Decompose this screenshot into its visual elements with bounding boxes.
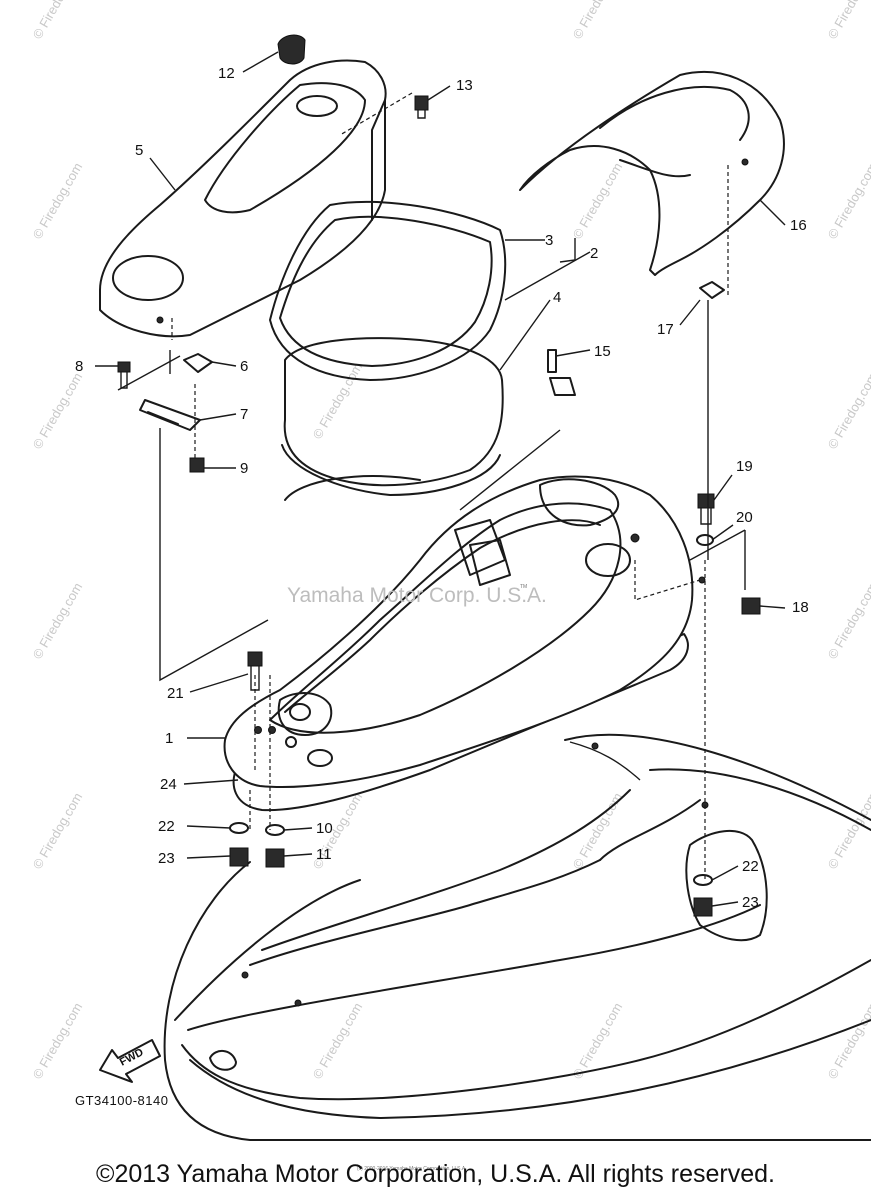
manufacturer-watermark: Yamaha Motor Corp. U.S.A. (287, 584, 547, 607)
site-watermark: © Firedog.com (30, 1000, 86, 1082)
part-18-bolt (741, 597, 761, 615)
callout-12: 12 (218, 65, 235, 82)
callout-13: 13 (456, 77, 473, 94)
site-watermark: © Firedog.com (825, 370, 871, 452)
part-13-screw (414, 95, 429, 119)
callout-20: 19 (736, 458, 753, 475)
callout-6: 6 (240, 358, 248, 375)
callout-8: 8 (75, 358, 83, 375)
site-watermark: © Firedog.com (825, 160, 871, 242)
site-watermark: © Firedog.com (825, 1000, 871, 1082)
part-1-seat-base (223, 475, 706, 789)
part-2-3-4-storage-bin (269, 200, 507, 501)
site-watermark: © Firedog.com (30, 370, 86, 452)
small-notice: (c) 2000-2016 Yamaha Motor Corporation, … (357, 1166, 467, 1172)
callout-5: 5 (135, 142, 143, 159)
parts-20-21-bolt-washer (696, 493, 715, 546)
part-16-rear-cover (519, 71, 785, 276)
callout-2: 2 (590, 245, 598, 262)
callout-10: 10 (316, 820, 333, 837)
site-watermark: © Firedog.com (825, 790, 871, 872)
callouts: 12 13 5 3 2 4 16 17 15 8 6 7 9 19 20 18 … (75, 65, 809, 911)
site-watermark: © Firedog.com (30, 160, 86, 242)
site-watermark: © Firedog.com (30, 580, 86, 662)
site-watermark: © Firedog.com (825, 0, 871, 42)
part-12-cap (277, 34, 306, 65)
leader-lines (95, 51, 786, 907)
site-watermark: © Firedog.com (310, 1000, 366, 1082)
callout-15: 15 (594, 343, 611, 360)
callout-16: 16 (790, 217, 807, 234)
washers-and-nuts (229, 822, 713, 917)
site-watermark: © Firedog.com (30, 790, 86, 872)
callout-4: 4 (553, 289, 561, 306)
site-watermark: © Firedog.com (825, 580, 871, 662)
callout-23-repeat: 23 (742, 894, 759, 911)
site-watermark: © Firedog.com (310, 360, 366, 442)
callout-22-repeat: 22 (742, 858, 759, 875)
part-17-stopper (699, 281, 725, 299)
site-watermark: © Firedog.com (30, 0, 86, 42)
callout-11: 11 (316, 846, 332, 863)
site-watermark: © Firedog.com (570, 160, 626, 242)
tm-mark: TM (520, 584, 527, 590)
callout-17: 17 (657, 321, 674, 338)
fwd-arrow-icon: FWD (99, 1039, 161, 1083)
part-15-clip (547, 349, 576, 396)
callout-24: 24 (160, 776, 177, 793)
hull-deck (163, 733, 871, 1141)
site-watermark: © Firedog.com (570, 0, 626, 42)
callout-7: 7 (240, 406, 248, 423)
parts-6-9-bracket-set (117, 353, 213, 473)
callout-18: 18 (792, 599, 809, 616)
callout-23: 23 (158, 850, 175, 867)
part-19-bolt (247, 651, 263, 691)
callout-9: 9 (240, 460, 248, 477)
callout-19: 21 (167, 685, 184, 702)
copyright-notice: ©2013 Yamaha Motor Corporation, U.S.A. A… (96, 1160, 775, 1188)
callout-3: 3 (545, 232, 553, 249)
callout-1: 1 (165, 730, 173, 747)
part-5-front-cover (99, 59, 387, 338)
callout-22: 22 (158, 818, 175, 835)
diagram-code: GT34100-8140 (75, 1093, 168, 1108)
callout-21: 20 (736, 509, 753, 526)
